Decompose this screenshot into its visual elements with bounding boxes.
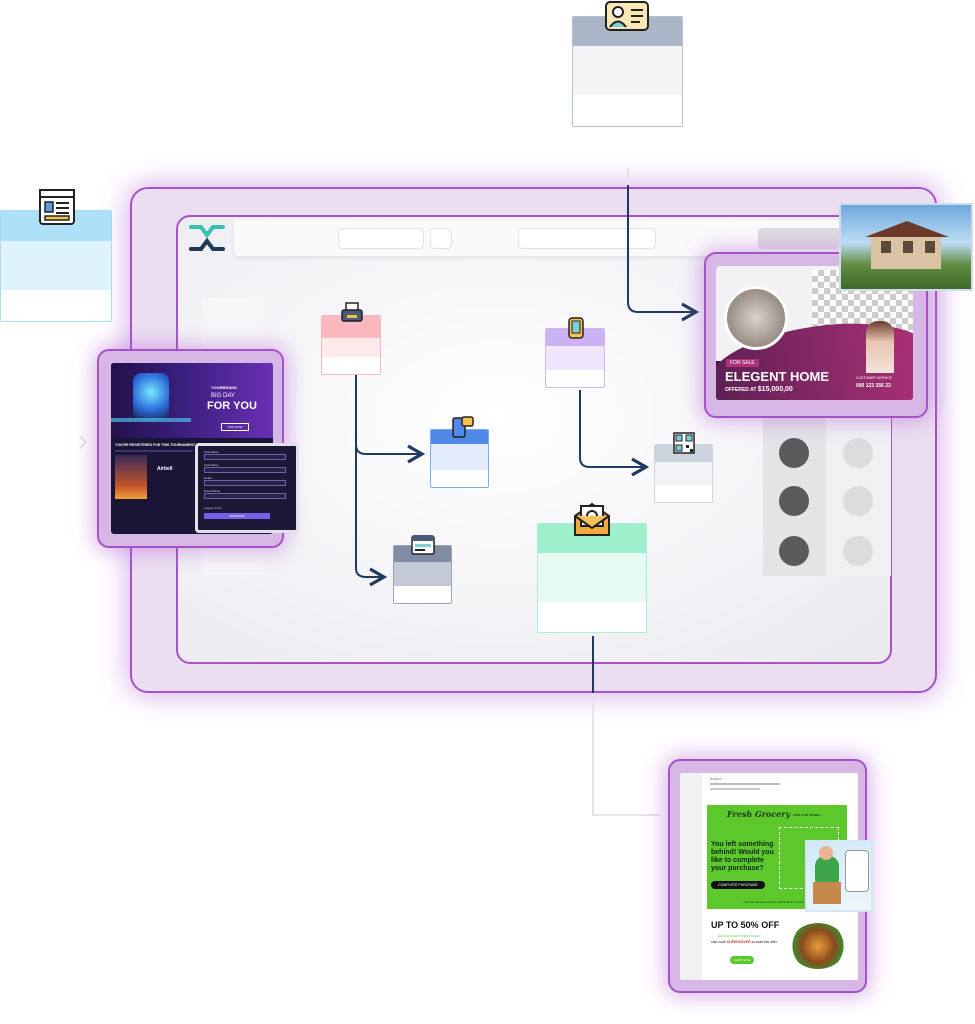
form-field-input[interactable] <box>204 454 286 460</box>
visit-store-link[interactable]: VISIT OUR STORE » <box>793 813 822 817</box>
event-thumbnail <box>115 455 147 499</box>
discount-subtitle: GET ON EVERYTHING TODAY <box>718 934 761 938</box>
event-banner: YOURBRAND BIG DAY FOR YOU JOIN NOW <box>111 363 273 438</box>
status-dot <box>779 438 809 468</box>
delivery-photo <box>805 840 873 912</box>
status-dot <box>843 536 873 566</box>
form-field-input[interactable] <box>204 467 286 473</box>
fax-node[interactable] <box>321 315 381 375</box>
form-field-label: Team Name <box>204 489 221 493</box>
shop-now-button[interactable]: SHOP NOW <box>730 956 754 964</box>
ad-title: ELEGENT HOME <box>725 369 830 384</box>
email-headline: You left something behind! Would you lik… <box>711 841 774 872</box>
email-subject-label: Subject <box>710 777 722 781</box>
robot-illustration <box>133 373 169 421</box>
toolbar-button[interactable] <box>430 228 452 249</box>
event-banner-button[interactable]: JOIN NOW <box>221 423 249 431</box>
interior-photo <box>724 286 788 350</box>
contact-node[interactable] <box>572 16 683 127</box>
status-dot <box>843 486 873 516</box>
phone-icon <box>567 317 585 339</box>
code-suffix: to avail this offer <box>751 940 778 944</box>
event-headline: FOR YOU <box>207 400 257 412</box>
fax-icon <box>341 302 363 324</box>
agree-text: I agree to the <box>204 506 222 510</box>
ad-price: $15,000,00 <box>757 386 793 393</box>
right-dot-panel <box>763 418 891 576</box>
email-icon <box>573 500 611 538</box>
discount-headline: UP TO 50% OFF <box>711 920 780 930</box>
event-brand: YOURBRAND <box>211 385 237 390</box>
top-toolbar <box>234 220 864 256</box>
cart-note: Your cart has items left in it. Check th… <box>743 900 804 904</box>
event-name: Airbell <box>157 466 173 472</box>
event-page-card[interactable]: YOURBRAND BIG DAY FOR YOU JOIN NOW YOU'R… <box>97 349 299 548</box>
toolbar-field[interactable] <box>338 228 424 249</box>
form-field-label: Email <box>204 476 212 480</box>
for-sale-badge: FOR SALE <box>726 359 759 367</box>
qr-code-icon <box>673 432 695 454</box>
contact-card-icon <box>604 0 650 32</box>
grocery-email-card[interactable]: Subject Fresh Grocery VISIT OUR STORE » … <box>668 759 867 993</box>
form-field-label: First Name <box>204 450 219 454</box>
grocery-brand: Fresh Grocery <box>727 809 791 819</box>
toolbar-search[interactable] <box>518 228 656 249</box>
form-page-icon <box>38 188 76 226</box>
status-dot <box>779 486 809 516</box>
service-label: CUSTOMER SERVICE <box>856 376 893 380</box>
event-section-title: YOU'RE REGISTERED FOR THIS TOURNAMENT <box>115 443 196 447</box>
form-field-input[interactable] <box>204 480 286 486</box>
ad-phone: 000 123 256 23 <box>856 383 891 389</box>
form-field-input[interactable] <box>204 493 286 499</box>
house-photo <box>839 203 973 291</box>
email-node[interactable] <box>537 523 647 633</box>
logo-icon <box>189 224 225 252</box>
complete-purchase-button[interactable]: COMPLETE PURCHASE <box>711 881 765 889</box>
promo-code: SUPERSAVER <box>726 940 751 944</box>
status-dot <box>779 536 809 566</box>
register-button[interactable]: REGISTER <box>204 513 270 519</box>
code-prefix: Use code <box>711 940 726 944</box>
event-headline-small: BIG DAY <box>211 393 235 399</box>
agent-photo <box>866 321 894 373</box>
status-dot <box>843 438 873 468</box>
offer-label: OFFERED AT <box>725 387 757 393</box>
form-field-label: Last Name <box>204 463 219 467</box>
mobile-chat-node[interactable] <box>430 429 489 488</box>
web-page-icon <box>411 534 435 556</box>
mobile-chat-icon <box>451 416 475 438</box>
form-node[interactable] <box>0 210 112 322</box>
vegetable-basket <box>790 923 846 969</box>
